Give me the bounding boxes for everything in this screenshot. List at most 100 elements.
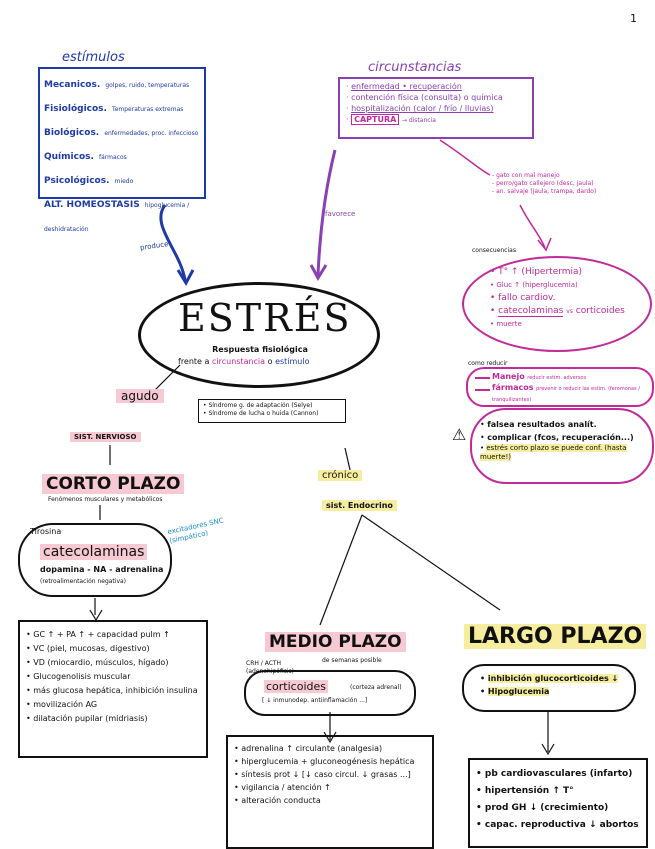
warning-item-2: complicar (fcos, recuperación...) — [487, 433, 634, 442]
largo-plazo-ellipse — [462, 664, 636, 712]
estimulo-item: Psicológicos. miedo — [44, 168, 200, 192]
reducir-manejo: Manejo — [492, 372, 525, 381]
estimulo-item-detail: miedo — [114, 178, 134, 185]
warning-list: • falsea resultados analít. • complicar … — [480, 420, 634, 461]
circ-note-1: gato con mal manejo — [496, 172, 560, 179]
corticoides-ellipse — [244, 670, 416, 716]
agudo-note-1: Síndrome g. de adaptación (Selye) — [208, 402, 313, 409]
medio-effect-item: • vigilancia / atención ↑ — [234, 783, 331, 792]
largo-effect-item: • hipertensión ↑ T° — [476, 786, 574, 796]
reducir-manejo-detail: reducir estím. adversos — [527, 375, 587, 381]
largo-sub-2: Hipoglucemia — [487, 687, 550, 696]
medio-effect-item: • adrenalina ↑ circulante (analgesia) — [234, 744, 383, 753]
estimulo-item-detail: golpes, ruido, temperaturas — [105, 82, 190, 89]
estimulo-word: estímulo — [275, 357, 310, 366]
estimulo-item-detail: enfermedades, proc. infeccioso — [104, 130, 199, 137]
warning-box — [470, 408, 654, 484]
largo-effect-item: • capac. reproductiva ↓ abortos — [476, 820, 639, 830]
corto-plazo-subtitle: Fenómenos musculares y metabólicos — [48, 496, 163, 503]
page-number: 1 — [630, 12, 637, 25]
corto-effect-item-text: dilatación pupilar (midriasis) — [33, 714, 148, 723]
consecuencias-ellipse — [462, 256, 652, 352]
largo-plazo-effects-box: • pb cardiovasculares (infarto) • hiperte… — [468, 758, 648, 848]
estres-subtitle: Respuesta fisiológica — [212, 345, 308, 354]
largo-effect-item: • prod GH ↓ (crecimiento) — [476, 803, 609, 813]
circ-item-2: contención física (consulta) o química — [351, 93, 503, 102]
largo-sub-1: inhibición glucocorticoides ↓ — [487, 674, 619, 683]
catecolaminas-feedback: (retroalimentación negativa) — [40, 578, 127, 585]
circunstancias-box: · enfermedad • recuperación · contención… — [338, 77, 534, 139]
estimulo-item: Biológicos. enfermedades, proc. infeccio… — [44, 120, 200, 144]
largo-plazo-subtitle: • inhibición glucocorticoides ↓ • Hipogl… — [480, 674, 619, 696]
medio-plazo-subtitle: de semanas posible — [322, 657, 382, 664]
estres-title: ESTRÉS — [178, 296, 352, 340]
circ-notes: - gato con mal manejo - perro/gato calle… — [492, 172, 597, 195]
reducir-farmacos: fármacos — [492, 383, 534, 392]
medio-plazo-title: MEDIO PLAZO — [265, 632, 406, 652]
warning-item-3: estrés corto plazo se puede conf. (hasta… — [480, 444, 627, 461]
cons-item-1: T° ↑ (Hipertermia) — [498, 267, 583, 277]
largo-effect-item-text: hipertensión ↑ T° — [484, 786, 574, 796]
estimulo-item-detail: Temperaturas extremas — [112, 106, 184, 113]
corto-effect-item-text: Glucogenolisis muscular — [33, 672, 131, 681]
estimulo-item-detail: hipoglucemia / deshidratación — [44, 202, 190, 233]
circ-note-2: perro/gato callejero (desc, jaula) — [496, 180, 594, 187]
agudo-note-2: Síndrome de lucha o huida (Cannon) — [208, 410, 319, 417]
favorece-label: favorece — [325, 210, 356, 218]
medio-effect-item-text: alteración conducta — [241, 796, 321, 805]
circ-item-3: hospitalización (calor / frío / lluvias) — [351, 104, 494, 113]
largo-plazo-title: LARGO PLAZO — [464, 624, 647, 649]
estimulos-title: estímulos — [62, 50, 125, 65]
corto-plazo-effects-box: • GC ↑ + PA ↑ + capacidad pulm ↑• VC (pi… — [18, 620, 208, 758]
estimulo-item-name: Psicológicos. — [44, 176, 110, 186]
estimulo-item-name: Mecanicos. — [44, 80, 101, 90]
corto-effect-item-text: VD (miocardio, músculos, hígado) — [33, 658, 169, 667]
inmuno-label: [ ↓ inmunodep. antiinflamación ...] — [262, 697, 368, 704]
cons-item-3: fallo cardiov. — [498, 293, 556, 303]
como-reducir-label: como reducir — [468, 360, 508, 367]
corto-effect-item: • VD (miocardio, músculos, hígado) — [26, 658, 169, 667]
agudo-notes-box: • Síndrome g. de adaptación (Selye) • Sí… — [198, 399, 346, 423]
corto-effect-item-text: VC (piel, mucosas, digestivo) — [33, 644, 150, 653]
medio-effect-item-text: hiperglucemia + gluconeogénesis hepática — [241, 757, 415, 766]
medio-effect-item: • síntesis prot ↓ [↓ caso circul. ↓ gras… — [234, 770, 411, 779]
largo-effect-item: • pb cardiovasculares (infarto) — [476, 769, 633, 779]
estimulo-item: Fisiológicos. Temperaturas extremas — [44, 96, 200, 120]
estimulo-item: Mecanicos. golpes, ruido, temperaturas — [44, 72, 200, 96]
medio-effect-item-text: adrenalina ↑ circulante (analgesia) — [241, 744, 383, 753]
circunstancia-word: circunstancia — [211, 357, 266, 366]
consecuencias-label: consecuencias — [472, 247, 516, 254]
largo-effect-item-text: pb cardiovasculares (infarto) — [484, 769, 633, 779]
medio-effect-item: • alteración conducta — [234, 796, 321, 805]
catecolaminas-hormones: dopamina - NA - adrenalina — [40, 565, 164, 574]
cons-item-4: catecolaminas — [498, 306, 564, 317]
corto-effect-item-text: movilización AG — [33, 700, 98, 709]
estimulo-item-name: Fisiológicos. — [44, 104, 107, 114]
corto-effect-item-text: más glucosa hepática, inhibición insulin… — [33, 686, 198, 695]
corto-effect-item-text: GC ↑ + PA ↑ + capacidad pulm ↑ — [33, 630, 170, 639]
cons-vs: vs — [566, 308, 573, 315]
medio-effect-item-text: síntesis prot ↓ [↓ caso circul. ↓ grasas… — [241, 770, 411, 779]
catecolaminas-ellipse — [18, 523, 172, 597]
medio-plazo-effects-box: • adrenalina ↑ circulante (analgesia) • h… — [226, 735, 434, 849]
consecuencias-list: • T° ↑ (Hipertermia) • Gluc ↑ (hipergluc… — [490, 267, 625, 328]
circunstancias-title: circunstancias — [368, 60, 462, 75]
corto-plazo-title: CORTO PLAZO — [42, 474, 185, 494]
corto-effect-item: • dilatación pupilar (midriasis) — [26, 714, 148, 723]
medio-effect-item: • hiperglucemia + gluconeogénesis hepáti… — [234, 757, 415, 766]
reducir-farmacos-detail: prevenir o reducir las estím. (feromonas… — [492, 386, 640, 403]
o-word: o — [267, 357, 273, 366]
tirosina-label: Tirosina — [30, 527, 62, 536]
agudo-label: agudo — [116, 389, 164, 403]
estimulo-item-name: Biológicos. — [44, 128, 100, 138]
catecolaminas-label: catecolaminas — [40, 544, 148, 560]
corto-effect-item: • más glucosa hepática, inhibición insul… — [26, 686, 198, 695]
sist-nervioso-label: SIST. NERVIOSO — [70, 432, 141, 442]
captura-badge: CAPTURA — [351, 114, 400, 125]
corto-effect-item: • Glucogenolisis muscular — [26, 672, 131, 681]
largo-effect-item-text: capac. reproductiva ↓ abortos — [484, 820, 639, 830]
corto-effect-item: • GC ↑ + PA ↑ + capacidad pulm ↑ — [26, 630, 170, 639]
como-reducir-list: Manejo reducir estím. adversos fármacos … — [492, 372, 648, 405]
